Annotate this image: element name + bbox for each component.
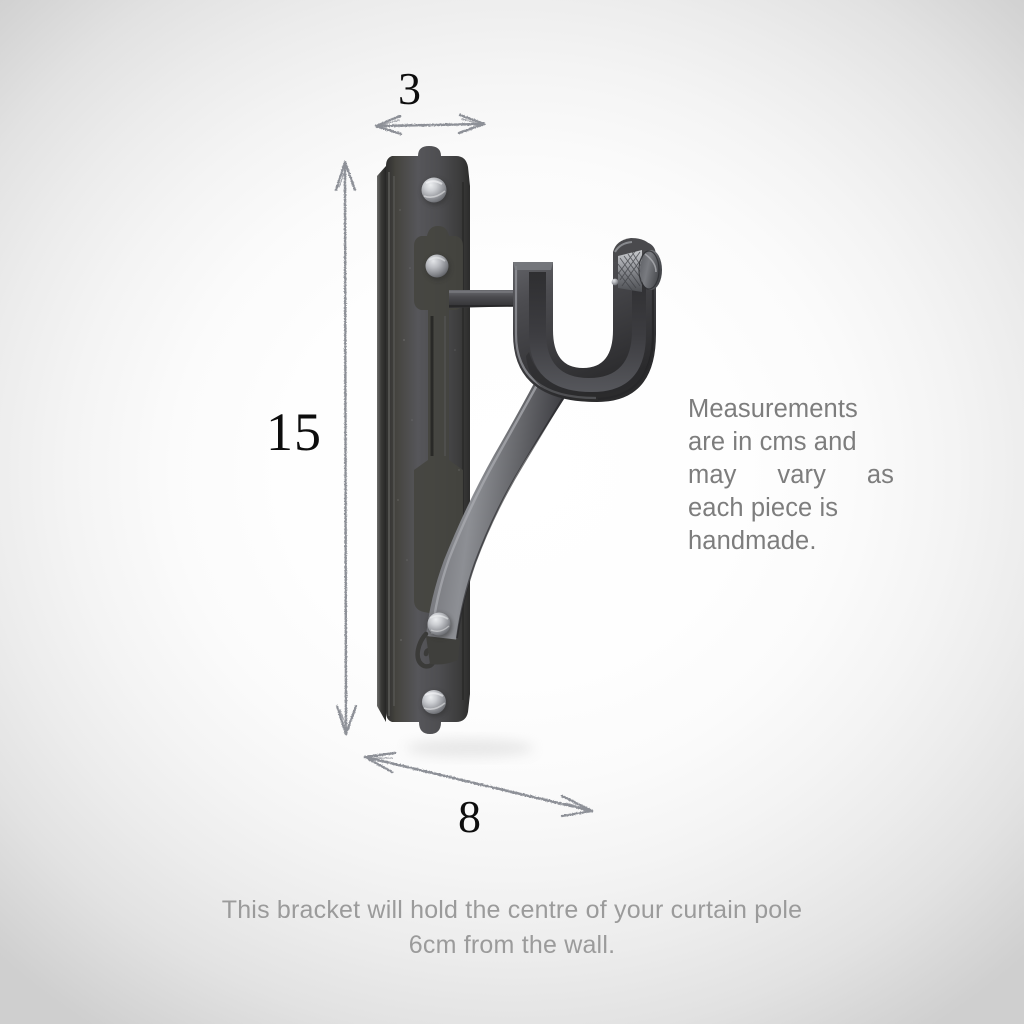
note-line-1: Measurements bbox=[688, 395, 858, 423]
measurement-note: Measurements are in cms and may vary as … bbox=[688, 393, 894, 558]
note-line-2: are in cms and bbox=[688, 428, 857, 456]
dimension-label-bottom: 8 bbox=[458, 791, 481, 842]
arrow-width-top bbox=[374, 113, 486, 136]
note-line-5: handmade. bbox=[688, 527, 817, 555]
fixing-screw-upper-mid[interactable] bbox=[425, 254, 451, 281]
fixing-screws bbox=[421, 177, 453, 717]
note-line-4: each piece is bbox=[688, 494, 839, 522]
fixing-screw-top[interactable] bbox=[421, 177, 449, 206]
note-line-3: may vary as bbox=[688, 461, 894, 489]
caption-line-2: 6cm from the wall. bbox=[408, 931, 616, 959]
dimension-label-top: 3 bbox=[398, 63, 421, 114]
fixing-screw-bottom[interactable] bbox=[422, 690, 448, 717]
arrow-depth-bottom bbox=[363, 751, 594, 818]
support-brace bbox=[415, 372, 566, 669]
bracket-projection-caption: This bracket will hold the centre of you… bbox=[0, 893, 1024, 963]
thumb-screw[interactable] bbox=[611, 249, 662, 292]
dimension-arrows bbox=[334, 113, 594, 818]
product-shadow bbox=[406, 739, 534, 757]
dimension-label-left: 15 bbox=[266, 402, 322, 462]
fixing-screw-lower-mid[interactable] bbox=[427, 612, 453, 639]
arrow-height-left bbox=[334, 160, 358, 736]
caption-line-1: This bracket will hold the centre of you… bbox=[221, 896, 803, 924]
